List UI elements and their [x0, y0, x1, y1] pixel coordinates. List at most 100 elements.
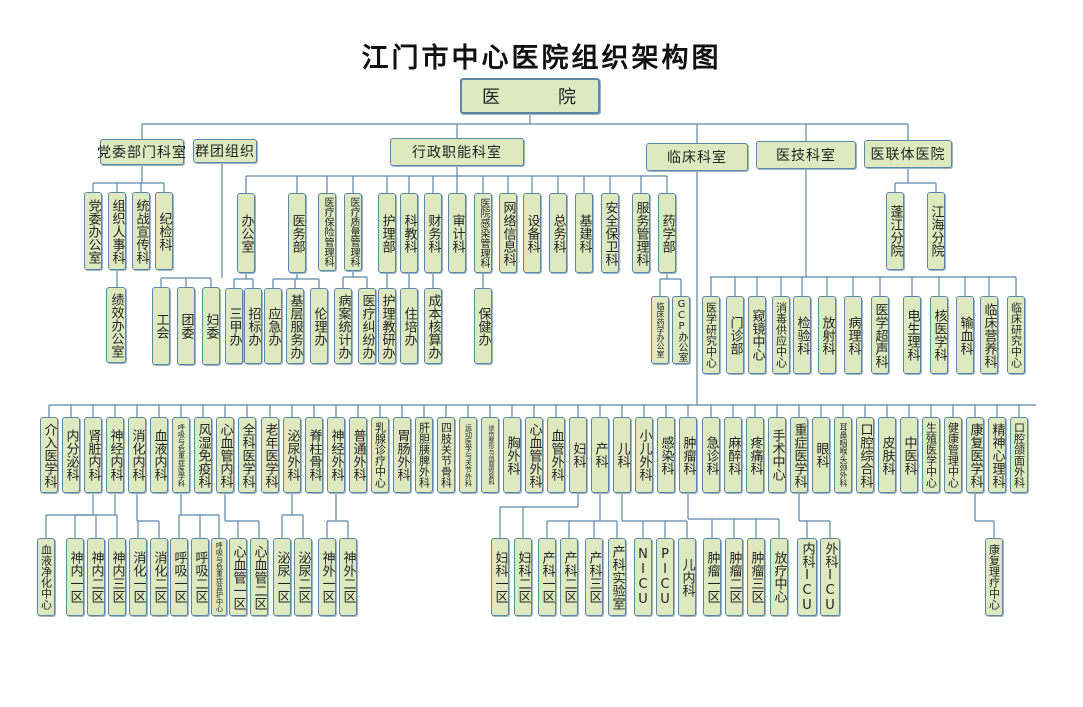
clinical-dept: 口腔综合科	[856, 417, 874, 493]
tech-unit: 临床营养科	[980, 296, 998, 374]
clinical-subunit: 妇科一区	[491, 538, 509, 616]
clinical-dept: 肿瘤科	[679, 417, 697, 493]
clinical-subunit: 神外二区	[339, 538, 357, 616]
clinical-subunit: 呼吸与危重症监护中心	[211, 538, 227, 616]
mass-unit: 妇委	[202, 287, 220, 365]
clinical-dept: 四肢关节骨科	[437, 417, 455, 493]
root-hospital: 医 院	[460, 78, 600, 114]
finance_sub-unit: 成本核算办	[424, 288, 442, 364]
dept-union: 医联体医院	[864, 140, 952, 168]
clinical-dept: 老年医学科	[261, 417, 279, 493]
clinical-dept: 呼吸与危重症医学科	[172, 417, 190, 493]
clinical-subunit: 血液净化中心	[37, 538, 55, 616]
admin-unit: 安全保卫科	[601, 193, 619, 273]
pharm_sub-unit: 临床药学办公室	[651, 296, 669, 364]
tech-unit: 门诊部	[726, 296, 744, 374]
admin-unit: 药学部	[658, 193, 676, 273]
clinical-dept: 生殖医学中心	[922, 417, 940, 493]
clinical-dept: 健康管理中心	[944, 417, 962, 493]
tech-unit: 消毒供应中心	[772, 296, 790, 374]
clinical-dept: 乳腺诊疗中心	[371, 417, 389, 493]
clinical-dept: 全科医学科	[238, 417, 256, 493]
dept-mass: 群团组织	[193, 139, 257, 163]
clinical-dept: 运动医学与关节外科	[459, 417, 477, 493]
clinical-subunit: 泌尿一区	[273, 538, 291, 616]
clinical-dept: 血液内科	[150, 417, 168, 493]
clinical-subunit: 产科实验室	[608, 538, 626, 616]
tech-unit: 窥镜中心	[748, 296, 766, 374]
party-unit: 统战宣传科	[132, 192, 150, 270]
tech-unit: 电生理科	[903, 296, 921, 374]
clinical-subunit: 外科ICU	[820, 538, 840, 616]
office_sub-unit: 招标办	[244, 288, 262, 364]
clinical-subunit: PICU	[656, 538, 674, 616]
clinical-dept: 血管外科	[547, 417, 565, 493]
clinical-dept: 感染科	[657, 417, 675, 493]
clinical-subunit: 神外一区	[318, 538, 336, 616]
medical_sub-unit: 基层服务办	[286, 288, 304, 364]
admin-unit: 科教科	[400, 193, 418, 273]
clinical-dept: 中医科	[900, 417, 918, 493]
clinical-dept: 手术中心	[768, 417, 786, 493]
admin-unit: 医院感染管理科	[474, 193, 492, 273]
clinical-dept: 妇科	[569, 417, 587, 493]
dept-clin: 临床科室	[646, 143, 748, 171]
party-unit: 纪检科	[155, 192, 173, 270]
clinical-dept: 疼痛科	[746, 417, 764, 493]
tech-unit: 输血科	[956, 296, 974, 374]
clinical-dept: 脊柱骨科	[305, 417, 323, 493]
clinical-subunit: 妇科二区	[514, 538, 532, 616]
clinical-subunit: 儿内科	[678, 538, 696, 616]
clinical-dept: 神经内科	[106, 417, 124, 493]
clinical-dept: 泌尿外科	[283, 417, 301, 493]
dept-tech: 医技科室	[756, 141, 856, 169]
clinical-dept: 精神心理科	[988, 417, 1006, 493]
admin-unit: 护理部	[378, 193, 396, 273]
clinical-dept: 麻醉科	[724, 417, 742, 493]
clinical-dept: 神经外科	[327, 417, 345, 493]
clinical-dept: 肾脏内科	[84, 417, 102, 493]
tech-unit: 放射科	[818, 296, 836, 374]
clinical-subunit: 肿瘤二区	[725, 538, 743, 616]
admin-unit: 医疗保险管理科	[318, 193, 336, 271]
admin-unit: 审计科	[448, 193, 466, 273]
clinical-dept: 风湿免疫科	[194, 417, 212, 493]
clinical-subunit: 肿瘤三区	[747, 538, 765, 616]
clinical-subunit: 呼吸一区	[170, 538, 188, 616]
clinical-subunit: 肿瘤一区	[703, 538, 721, 616]
clinical-dept: 产科	[591, 417, 609, 493]
clinical-subunit: 泌尿二区	[294, 538, 312, 616]
clinical-subunit: 放疗中心	[770, 538, 788, 616]
clinical-dept: 眼科	[812, 417, 830, 493]
clinical-dept: 急诊科	[702, 417, 720, 493]
party-sub-unit: 绩效办公室	[106, 287, 126, 363]
clinical-dept: 胃肠外科	[393, 417, 411, 493]
clinical-dept: 重症医学科	[790, 417, 808, 493]
admin-unit: 总务科	[549, 193, 567, 273]
clinical-dept: 消化内科	[128, 417, 146, 493]
clinical-subunit: 消化一区	[129, 538, 147, 616]
nursing_sub-unit: 护理教研办	[378, 288, 396, 364]
clinical-dept: 心血管外科	[525, 417, 543, 493]
clinical-subunit: 呼吸二区	[191, 538, 209, 616]
pharm_sub-unit: GCP办公室	[672, 296, 690, 364]
clinical-subunit: 内科ICU	[797, 538, 817, 616]
clinical-dept: 普通外科	[349, 417, 367, 493]
clinical-dept: 胸外科	[503, 417, 521, 493]
quality_sub-unit: 病案统计办	[334, 288, 352, 364]
clinical-subunit: 神内三区	[108, 538, 126, 616]
tech-unit: 病理科	[844, 296, 862, 374]
admin-unit: 医务部	[288, 193, 306, 273]
clinical-dept: 耳鼻咽喉头颈外科	[834, 417, 852, 493]
tech-unit: 医学研究中心	[702, 296, 720, 374]
admin-unit: 网络信息科	[499, 193, 517, 273]
tech-unit: 临床研究中心	[1007, 296, 1025, 374]
mass-unit: 工会	[152, 287, 170, 365]
medical_sub-unit: 应急办	[264, 288, 282, 364]
chart-title: 江门市中心医院组织架构图	[361, 43, 722, 74]
clinical-subunit: 产科二区	[560, 538, 578, 616]
clinical-subunit: 产科一区	[538, 538, 556, 616]
party-unit: 党委办公室	[84, 192, 102, 270]
